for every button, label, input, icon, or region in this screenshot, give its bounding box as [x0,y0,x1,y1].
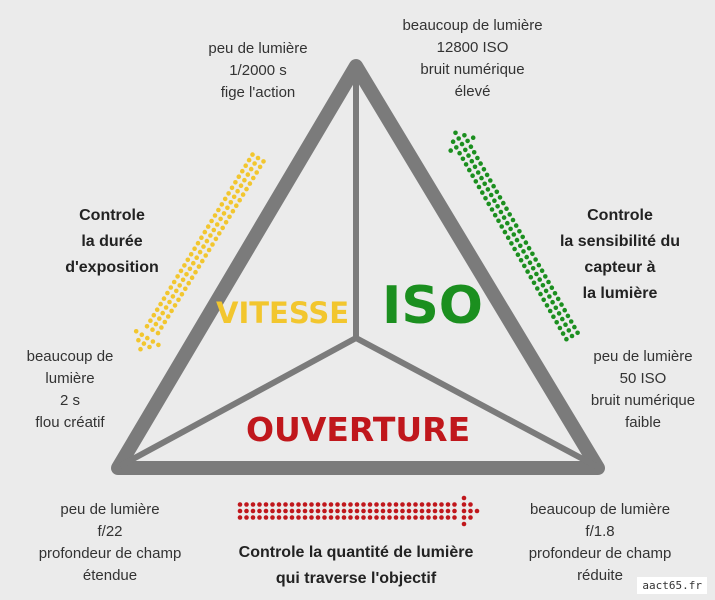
text-line: beaucoup de lumière [529,501,671,518]
text-line: Controle la quantité de lumière [238,544,474,561]
text-line: étendue [82,567,138,584]
text-line: bruit numérique [590,392,696,409]
text-line: 12800 ISO [436,39,509,56]
iso-high-text: beaucoup de lumière 12800 ISO bruit numé… [385,15,560,103]
text-line: 50 ISO [619,370,667,387]
text-line: capteur à [584,259,656,276]
text-line: la durée [81,233,143,250]
text-line: Controle [587,207,653,224]
text-line: beaucoup de [26,348,114,365]
aperture-open-text: beaucoup de lumière f/1.8 profondeur de … [510,499,690,587]
text-line: f/1.8 [585,523,615,540]
iso-label: ISO [382,276,484,336]
text-line: flou créatif [35,414,105,431]
iso-arrow [448,130,580,342]
text-line: qui traverse l'objectif [275,570,437,587]
text-line: élevé [454,83,491,100]
ouverture-label: OUVERTURE [246,410,471,449]
text-line: faible [625,414,661,431]
text-line: 1/2000 s [229,62,287,79]
text-line: d'exposition [65,259,159,276]
vitesse-label: VITESSE [216,296,350,330]
text-line: profondeur de champ [38,545,182,562]
text-line: peu de lumière [60,501,160,518]
text-line: fige l'action [220,84,296,101]
triangle [111,59,605,475]
triangle-outline [111,59,605,475]
shutter-fast-text: peu de lumière 1/2000 s fige l'action [190,38,326,104]
text-line: 2 s [59,392,80,409]
text-line: réduite [577,567,623,584]
iso-heading: Controle la sensibilité du capteur à la … [540,203,700,307]
triangle-divider-right [354,335,598,469]
shutter-arrow [133,152,266,352]
shutter-slow-text: beaucoup de lumière 2 s flou créatif [10,346,130,434]
shutter-heading: Controle la durée d'exposition [52,203,172,281]
text-line: peu de lumière [593,348,693,365]
text-line: profondeur de champ [528,545,672,562]
aperture-closed-text: peu de lumière f/22 profondeur de champ … [20,499,200,587]
text-line: bruit numérique [420,61,525,78]
triangle-divider-left [118,335,358,469]
aperture-arrow [237,495,480,527]
iso-low-text: peu de lumière 50 ISO bruit numérique fa… [575,346,711,434]
credit-watermark: aact65.fr [637,577,707,594]
text-line: f/22 [97,523,123,540]
text-line: peu de lumière [208,40,308,57]
text-line: la lumière [582,285,658,302]
text-line: Controle [79,207,145,224]
text-line: beaucoup de lumière [402,17,543,34]
text-line: la sensibilité du [559,233,681,250]
aperture-heading: Controle la quantité de lumière qui trav… [196,540,516,592]
text-line: lumière [45,370,95,387]
